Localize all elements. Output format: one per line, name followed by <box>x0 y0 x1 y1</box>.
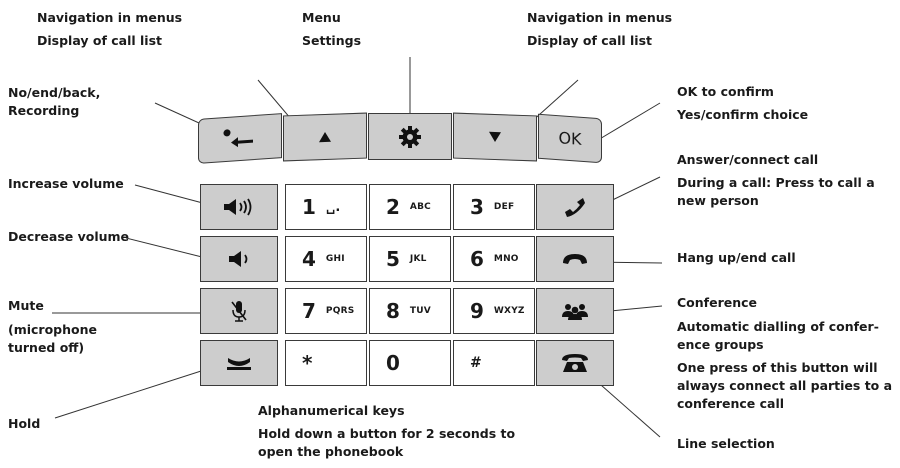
ok-button[interactable]: OK <box>538 113 602 164</box>
speaker-loud-icon <box>224 198 252 216</box>
key-letters: DEF <box>493 202 515 212</box>
hang-up-button[interactable] <box>536 236 614 282</box>
key-9[interactable]: 9 WXYZ <box>453 288 535 334</box>
desk-phone-icon <box>562 354 588 372</box>
key-5[interactable]: 5 JKL <box>369 236 451 282</box>
label-conference: Conference Automatic dialling of confer-… <box>677 295 893 411</box>
label-line-selection: Line selection <box>677 436 775 451</box>
nav-up-button[interactable] <box>283 112 367 162</box>
key-digit: 7 <box>302 299 316 323</box>
key-digit: 4 <box>302 247 316 271</box>
record-back-arrow-icon <box>223 128 253 147</box>
volume-down-button[interactable] <box>200 236 278 282</box>
key-letters: JKL <box>409 254 427 264</box>
key-letters: MNO <box>493 254 519 264</box>
key-digit: 2 <box>386 195 400 219</box>
key-2[interactable]: 2 ABC <box>369 184 451 230</box>
key-digit: 9 <box>470 299 484 323</box>
hold-handset-icon <box>227 358 251 370</box>
key-digit: * <box>302 351 313 375</box>
label-back: No/end/back,Recording <box>8 85 101 118</box>
key-digit: # <box>470 355 482 371</box>
key-4[interactable]: 4 GHI <box>285 236 367 282</box>
key-digit: 0 <box>386 351 400 375</box>
microphone-muted-icon <box>231 301 247 322</box>
group-icon <box>562 304 588 320</box>
key-letters: PQRS <box>325 306 355 316</box>
label-answer: Answer/connect call During a call: Press… <box>677 152 875 208</box>
triangle-down-icon <box>489 131 501 142</box>
conference-button[interactable] <box>536 288 614 334</box>
key-hash[interactable]: # <box>453 340 535 386</box>
speaker-quiet-icon <box>229 251 248 267</box>
key-8[interactable]: 8 TUV <box>369 288 451 334</box>
label-mute: Mute (microphone turned off) <box>8 298 97 355</box>
answer-call-button[interactable] <box>536 184 614 230</box>
nav-down-button[interactable] <box>453 112 537 162</box>
label-decrease-volume: Decrease volume <box>8 229 130 244</box>
key-7[interactable]: 7 PQRS <box>285 288 367 334</box>
triangle-up-icon <box>319 132 331 143</box>
key-digit: 8 <box>386 299 400 323</box>
handset-icon <box>565 198 585 217</box>
key-letters: GHI <box>325 254 345 264</box>
key-digit: 3 <box>470 195 484 219</box>
line-selection-button[interactable] <box>536 340 614 386</box>
key-digit: 6 <box>470 247 484 271</box>
key-digit: 5 <box>386 247 400 271</box>
label-hold: Hold <box>8 416 41 431</box>
hangup-icon <box>563 254 587 264</box>
key-letters: WXYZ <box>493 306 525 316</box>
ok-button-label: OK <box>558 128 582 149</box>
volume-up-button[interactable] <box>200 184 278 230</box>
key-6[interactable]: 6 MNO <box>453 236 535 282</box>
label-increase-volume: Increase volume <box>8 176 124 191</box>
key-0[interactable]: 0 <box>369 340 451 386</box>
hold-button[interactable] <box>200 340 278 386</box>
key-letters: ␣. <box>325 199 341 215</box>
key-3[interactable]: 3 DEF <box>453 184 535 230</box>
key-letters: ABC <box>409 202 431 212</box>
back-record-button[interactable] <box>198 113 282 164</box>
mute-button[interactable] <box>200 288 278 334</box>
menu-settings-button[interactable] <box>368 113 452 160</box>
gear-icon <box>399 125 421 148</box>
label-hangup: Hang up/end call <box>677 250 796 265</box>
label-alphanumerical: Alphanumerical keys Hold down a button f… <box>258 403 516 459</box>
key-1[interactable]: 1 ␣. <box>285 184 367 230</box>
key-letters: TUV <box>409 306 431 316</box>
key-digit: 1 <box>302 195 316 219</box>
key-star[interactable]: * <box>285 340 367 386</box>
